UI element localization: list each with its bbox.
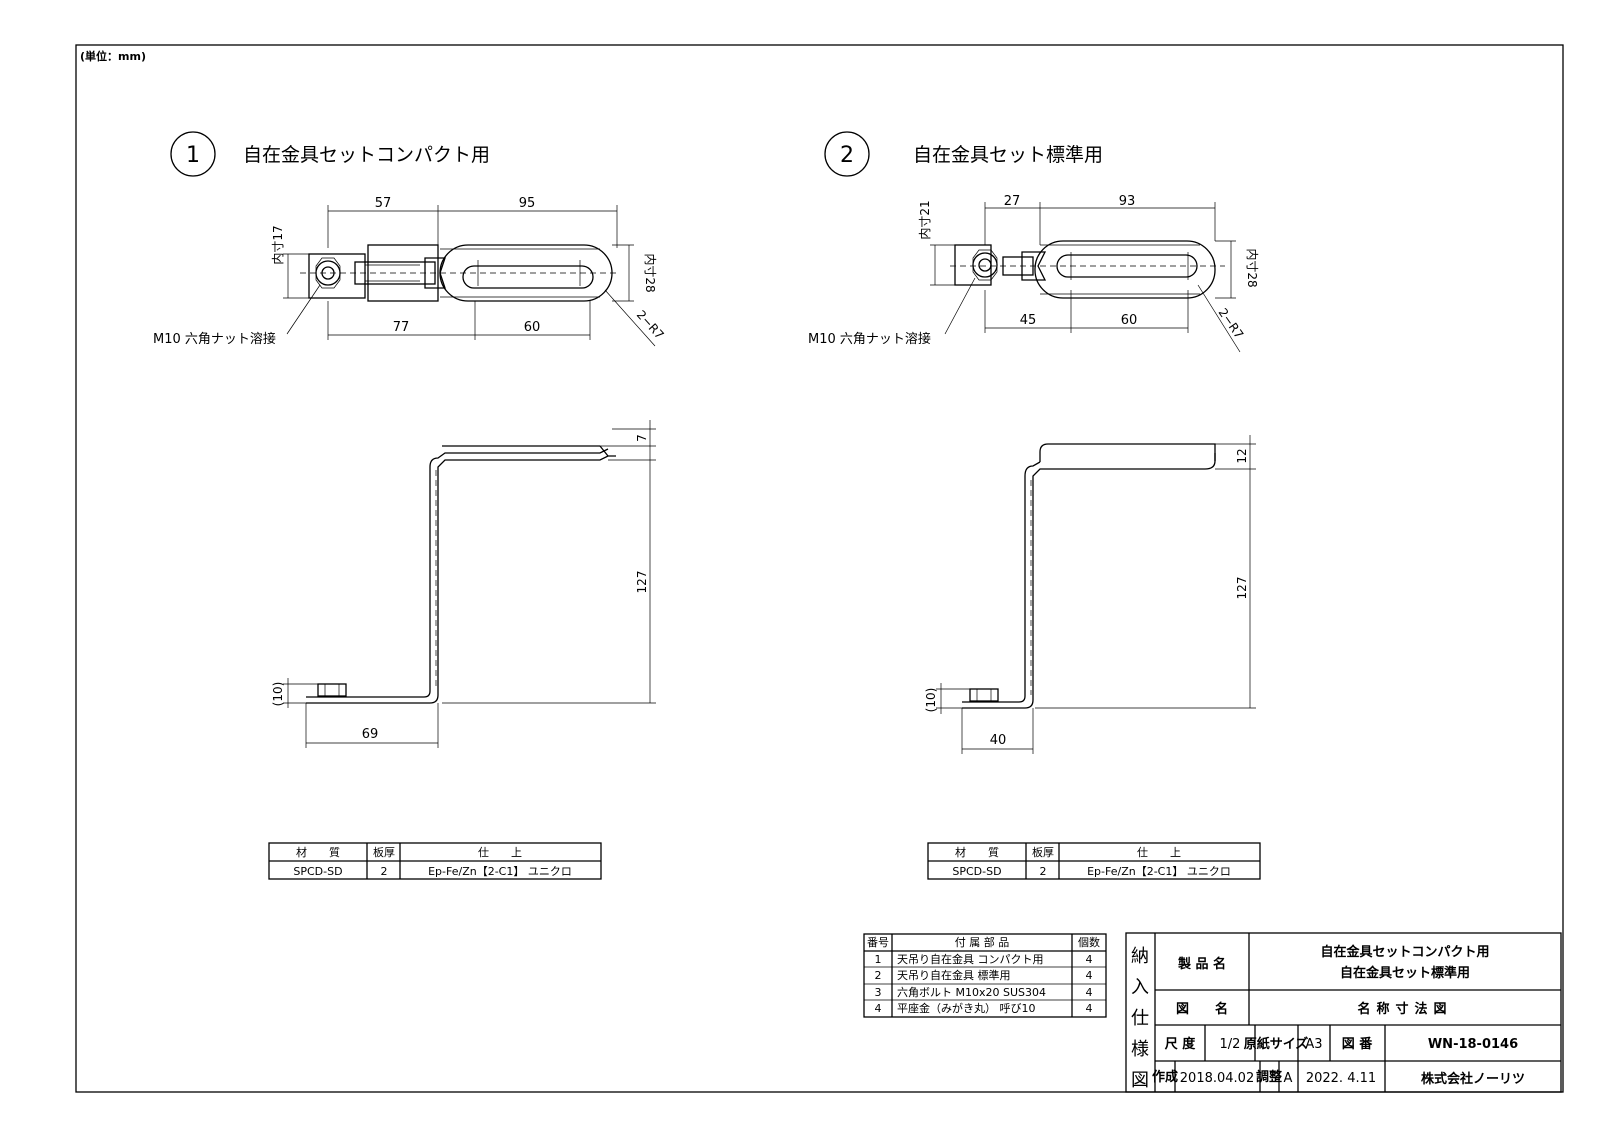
parts-row-3-qty: 4	[1086, 986, 1093, 999]
view-1-nut-note: M10 六角ナット溶接	[153, 331, 276, 347]
view-1-dim-side-height: 127	[635, 571, 649, 594]
title-side-label-5: 図	[1131, 1070, 1149, 1091]
created-label: 作成	[1152, 1069, 1178, 1085]
view-2-title: 自在金具セット標準用	[913, 144, 1103, 166]
title-side-label-4: 様	[1131, 1039, 1149, 1060]
parts-row-4-name: 平座金（みがき丸） 呼び10	[897, 1001, 1036, 1015]
parts-row-2-qty: 4	[1086, 969, 1093, 982]
view-2-number: 2	[840, 143, 854, 168]
view-2-table-header-material: 材 質	[955, 845, 999, 859]
product-name-line1: 自在金具セットコンパクト用	[1320, 944, 1489, 960]
view-1-number-circle	[170, 131, 216, 177]
paper-size-label: 原紙サイズ	[1244, 1036, 1309, 1052]
view-2-dim-top-a: 27	[1004, 194, 1021, 209]
created-date: 2018.04.02	[1180, 1071, 1254, 1086]
parts-row-2-no: 2	[875, 969, 882, 982]
view-1-dim-nut: (10)	[271, 682, 285, 707]
drawing-name-label: 図 名	[1176, 1001, 1228, 1017]
parts-row-4-no: 4	[875, 1002, 882, 1015]
view-2-dim-side-top: 12	[1235, 448, 1249, 463]
view-2-table-material: SPCD-SD	[952, 865, 1001, 878]
view-2-table-header-thickness: 板厚	[1032, 845, 1054, 859]
view-1-dim-bottom-a: 77	[393, 320, 410, 335]
company-name: 株式会社ノーリツ	[1421, 1071, 1525, 1087]
view-2-side-view	[962, 443, 1216, 709]
revised-date: 2022. 4.11	[1306, 1071, 1376, 1086]
view-1-table-finish: Ep-Fe/Zn【2-C1】 ユニクロ	[428, 865, 572, 878]
title-block: 納 入 仕 様 図 製 品 名 自在金具セットコンパクト用 自在金具セット標準用…	[1125, 932, 1562, 1093]
product-name-line2: 自在金具セット標準用	[1340, 965, 1470, 981]
unit-note: (単位：mm)	[80, 49, 146, 63]
view-2-top-view	[950, 240, 1225, 299]
title-side-label-2: 入	[1131, 977, 1149, 998]
title-side-label-3: 仕	[1131, 1008, 1149, 1029]
drawing-no-label: 図 番	[1342, 1036, 1374, 1052]
view-2-dim-side-height: 127	[1235, 577, 1249, 600]
view-2-table-thickness: 2	[1040, 865, 1047, 878]
view-2-dim-base: 40	[990, 733, 1007, 748]
view-2-dim-top-b: 93	[1119, 194, 1136, 209]
view-2-nut-note: M10 六角ナット溶接	[808, 331, 931, 347]
scale-label: 尺 度	[1165, 1036, 1197, 1052]
paper-size-value: A3	[1305, 1037, 1322, 1052]
view-1-number: 1	[186, 143, 200, 168]
view-1-dim-side-top: 7	[635, 434, 649, 442]
view-2-dim-bottom-b: 60	[1121, 313, 1138, 328]
view-1-dim-top-b: 95	[519, 196, 536, 211]
view-1-dim-inner-w: 内寸28	[643, 253, 657, 292]
view-1-table-header-finish: 仕 上	[478, 846, 522, 859]
view-2-number-circle	[824, 131, 870, 177]
view-1-dim-top-a: 57	[375, 196, 392, 211]
view-1-dim-base: 69	[362, 727, 379, 742]
parts-header-name: 付 属 部 品	[955, 935, 1010, 949]
view-1-table-header-material: 材 質	[296, 845, 340, 859]
view-1-dim-inner-h: 内寸17	[271, 225, 285, 264]
parts-row-3-name: 六角ボルト M10x20 SUS304	[897, 986, 1046, 999]
sheet-border	[75, 44, 1564, 1093]
view-1-dim-radius: 2−R7	[634, 308, 667, 342]
view-1: 1 自在金具セットコンパクト用 57 95	[153, 131, 667, 880]
drawing-name: 名称寸法図	[1357, 1001, 1452, 1017]
view-1-table-thickness: 2	[381, 865, 388, 878]
view-2-dim-radius: 2−R7	[1216, 306, 1247, 342]
view-1-material-table: 材 質 板厚 仕 上 SPCD-SD 2 Ep-Fe/Zn【2-C1】 ユニクロ	[268, 842, 602, 880]
parts-row-1-no: 1	[875, 953, 882, 966]
revision: A	[1284, 1071, 1293, 1086]
parts-row-2-name: 天吊り自在金具 標準用	[897, 968, 1011, 982]
view-1-table-material: SPCD-SD	[293, 865, 342, 878]
view-2-dim-bottom-a: 45	[1020, 313, 1037, 328]
drawing-no: WN-18-0146	[1428, 1037, 1518, 1052]
view-2-dim-inner-h: 内寸21	[918, 200, 932, 239]
view-1-dim-bottom-b: 60	[524, 320, 541, 335]
view-2-table-header-finish: 仕 上	[1137, 846, 1181, 859]
view-1-table-header-thickness: 板厚	[373, 845, 395, 859]
product-name-label: 製 品 名	[1177, 956, 1226, 972]
parts-header-qty: 個数	[1078, 936, 1100, 949]
view-2: 2 自在金具セット標準用 27 93 内寸21 内	[808, 131, 1261, 880]
parts-header-no: 番号	[867, 936, 889, 949]
view-2-material-table: 材 質 板厚 仕 上 SPCD-SD 2 Ep-Fe/Zn【2-C1】 ユニクロ	[927, 842, 1261, 880]
parts-table: 番号 付 属 部 品 個数 1 天吊り自在金具 コンパクト用 4 2 天吊り自在…	[863, 933, 1107, 1018]
view-1-side-view	[306, 445, 616, 704]
view-2-dim-inner-w: 内寸28	[1245, 248, 1259, 287]
title-side-label-1: 納	[1131, 946, 1149, 967]
parts-row-1-name: 天吊り自在金具 コンパクト用	[897, 952, 1044, 966]
revised-label: 調整	[1256, 1069, 1283, 1085]
view-2-dim-nut: (10)	[924, 688, 938, 713]
view-1-title: 自在金具セットコンパクト用	[243, 144, 490, 166]
parts-row-4-qty: 4	[1086, 1002, 1093, 1015]
view-1-top-view	[300, 244, 620, 302]
parts-row-3-no: 3	[875, 986, 882, 999]
scale-value: 1/2	[1220, 1037, 1241, 1052]
view-2-table-finish: Ep-Fe/Zn【2-C1】 ユニクロ	[1087, 865, 1231, 878]
parts-row-1-qty: 4	[1086, 953, 1093, 966]
